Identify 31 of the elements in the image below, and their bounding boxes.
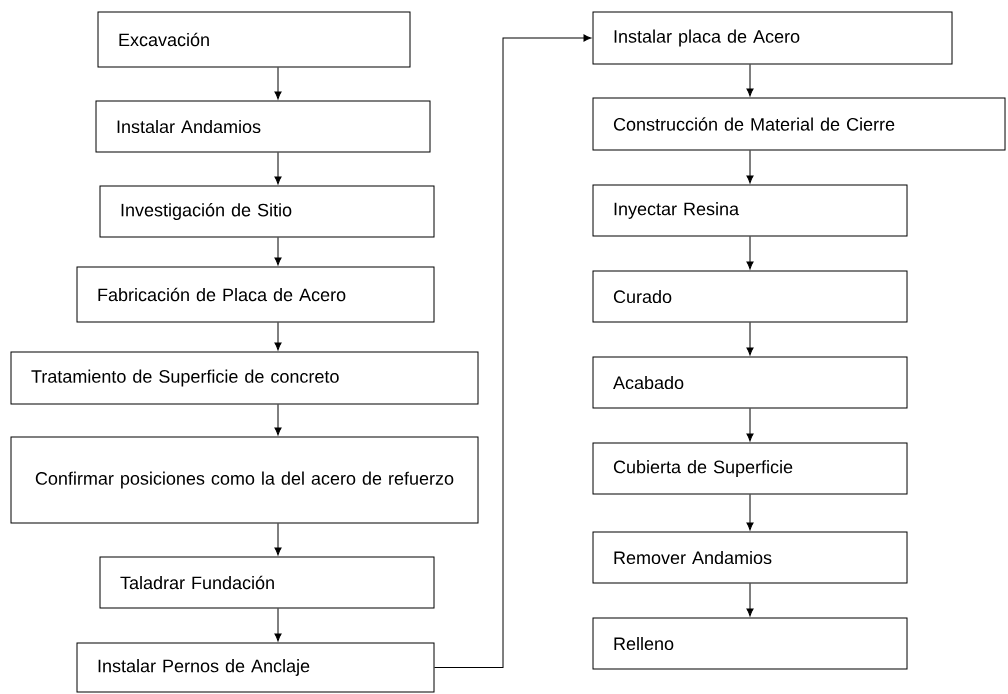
arrow	[746, 583, 754, 617]
arrow	[746, 150, 754, 184]
process-box: Confirmar posiciones como la del acero de refuerzo	[10, 436, 479, 524]
arrow	[274, 322, 282, 351]
arrow	[746, 408, 754, 442]
process-box: Acabado	[592, 356, 908, 409]
process-box: Excavación	[97, 11, 411, 68]
arrow	[274, 608, 282, 642]
process-box: Investigación de Sitio	[99, 185, 435, 238]
arrow	[746, 322, 754, 356]
arrow	[746, 494, 754, 531]
arrow	[746, 64, 754, 97]
process-box: Relleno	[592, 617, 908, 670]
process-box: Tratamiento de Superficie de concreto	[10, 351, 479, 405]
process-box: Instalar Pernos de Anclaje	[76, 642, 435, 693]
process-box: Inyectar Resina	[592, 184, 908, 237]
process-box: Fabricación de Placa de Acero	[76, 266, 435, 323]
arrow	[274, 404, 282, 436]
process-box: Construcción de Material de Cierre	[592, 97, 1006, 151]
process-box: Instalar placa de Acero	[592, 11, 953, 65]
process-box: Instalar Andamios	[95, 100, 431, 153]
process-box: Cubierta de Superficie	[592, 442, 908, 495]
arrow	[434, 34, 592, 668]
process-box: Remover Andamios	[592, 531, 908, 584]
process-box: Taladrar Fundación	[99, 556, 435, 609]
arrow	[274, 523, 282, 556]
process-box: Curado	[592, 270, 908, 323]
arrow	[746, 236, 754, 270]
arrow	[274, 237, 282, 266]
arrow	[274, 67, 282, 100]
arrow	[274, 152, 282, 185]
